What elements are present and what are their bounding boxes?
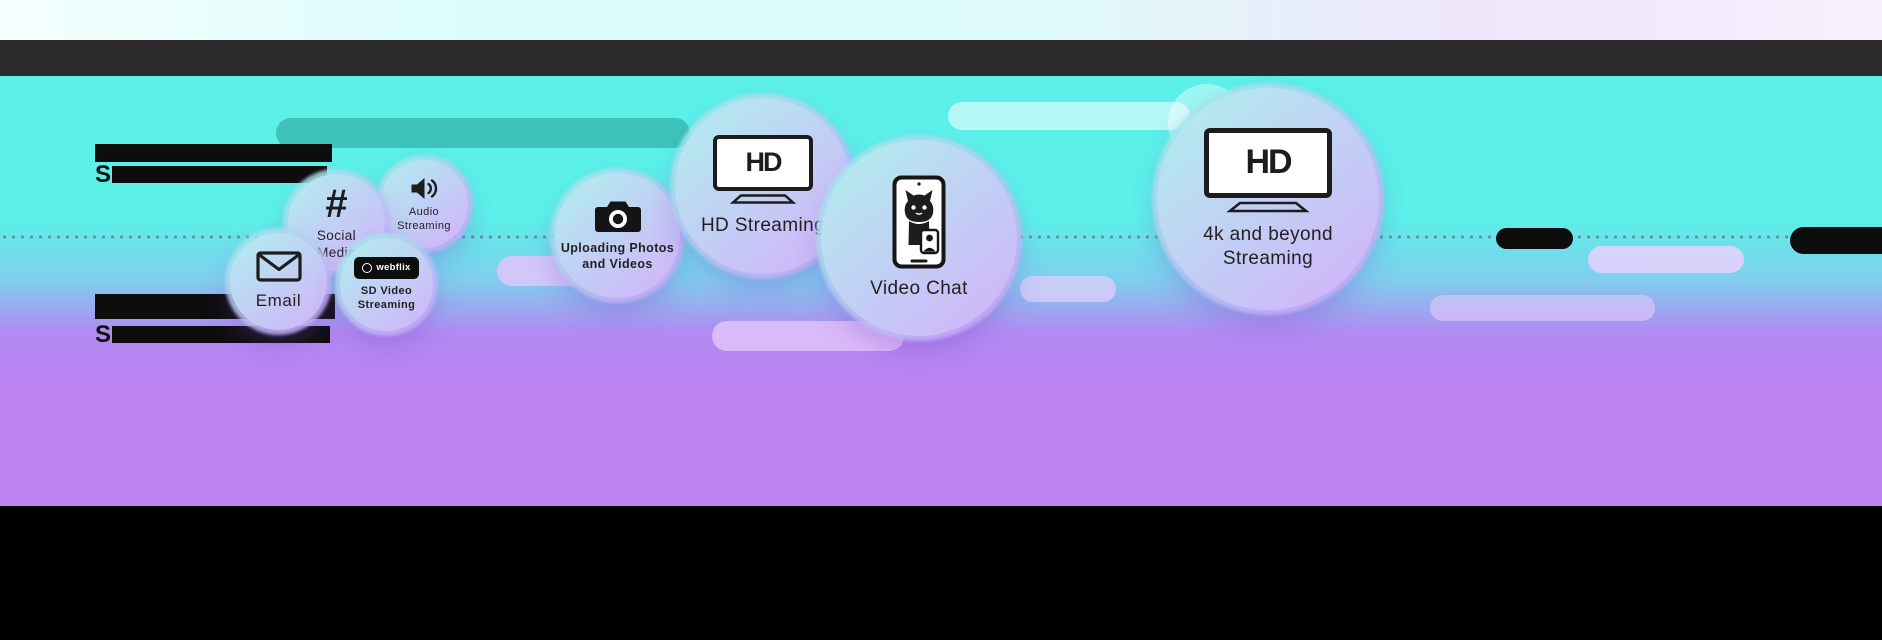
decor-pill-teal <box>276 118 690 148</box>
redacted-heading-1-line2: S <box>95 161 332 188</box>
decor-pill-white <box>948 102 1190 130</box>
camera-icon <box>594 198 642 235</box>
decor-pill-lavender <box>1588 246 1744 273</box>
bubble-sd-video-streaming: webflix SD Video Streaming <box>340 238 433 331</box>
top-light-strip <box>0 0 1882 40</box>
visible-letter: S <box>95 321 112 348</box>
hd-tv-icon: HD <box>1204 127 1332 213</box>
bubble-4k-streaming: HD 4k and beyond Streaming <box>1157 88 1379 310</box>
bubble-uploading-photos-videos: Uploading Photos and Videos <box>555 173 680 298</box>
bubble-video-label: Video Chat <box>870 278 968 300</box>
tv-screen: HD <box>1204 127 1332 198</box>
bottom-black-band <box>0 506 1882 640</box>
top-dark-band <box>0 40 1882 76</box>
bubble-social-content: # Social Media <box>302 184 372 262</box>
bubble-video-content: Video Chat <box>870 175 968 301</box>
tv-stand <box>730 193 796 204</box>
redacted-text-bar <box>95 144 332 162</box>
webflix-badge-text: webflix <box>376 262 411 273</box>
bubble-email: Email <box>230 233 327 330</box>
decor-pill-lavender <box>1430 295 1655 321</box>
webflix-dot-icon <box>362 262 373 273</box>
bubble-upload-label: Uploading Photos and Videos <box>560 241 675 271</box>
bubble-hd-streaming: HD HD Streaming <box>675 98 851 274</box>
bubble-audio-content: Audio Streaming <box>388 175 460 234</box>
redacted-pill-edge <box>1790 227 1882 254</box>
bubble-4k-content: HD 4k and beyond Streaming <box>1183 127 1353 271</box>
bubble-hd-content: HD HD Streaming <box>700 134 826 238</box>
tv-screen-text: HD <box>745 147 783 178</box>
bubble-social-label: Social Media <box>316 227 357 260</box>
video-chat-phone-icon <box>892 175 946 269</box>
redacted-heading-1: S <box>95 144 332 188</box>
speaker-icon <box>409 175 439 202</box>
bubble-video-chat: Video Chat <box>821 140 1017 336</box>
tv-screen: HD <box>713 134 813 191</box>
bubble-sd-label: SD Video Streaming <box>357 284 416 311</box>
tv-screen-text: HD <box>1245 143 1292 182</box>
redacted-pill <box>1496 228 1573 249</box>
hashtag-icon: # <box>325 181 348 226</box>
envelope-icon <box>255 251 302 282</box>
tv-stand <box>1226 201 1310 213</box>
decor-pill-lavender <box>1020 276 1116 302</box>
bubble-audio-label: Audio Streaming <box>397 205 451 232</box>
bubble-sd-content: webflix SD Video Streaming <box>347 256 427 313</box>
bubble-4k-label: 4k and beyond Streaming <box>1203 223 1333 269</box>
redacted-text-bar <box>112 166 328 183</box>
bubble-email-content: Email <box>256 251 302 311</box>
webflix-badge-icon: webflix <box>354 256 419 279</box>
bubble-email-label: Email <box>255 291 302 311</box>
visible-letter: S <box>95 161 112 188</box>
hd-tv-icon: HD <box>713 134 813 204</box>
bubble-hd-label: HD Streaming <box>700 214 826 236</box>
bubble-upload-content: Uploading Photos and Videos <box>560 198 676 272</box>
